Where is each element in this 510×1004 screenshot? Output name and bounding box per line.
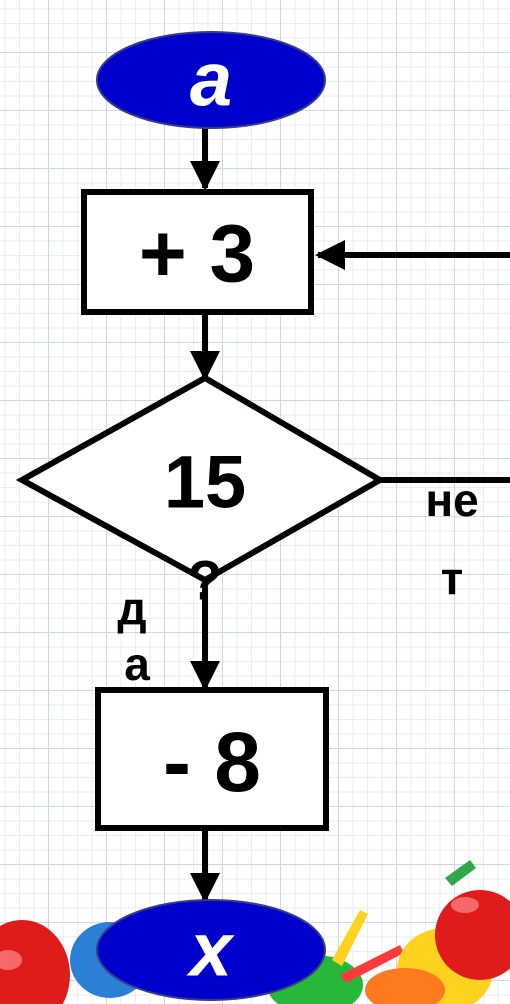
- condition-question-mark: ?: [188, 549, 222, 612]
- no-label-bottom: т: [441, 552, 464, 604]
- yes-label-bottom: а: [124, 638, 150, 690]
- yes-label-top: д: [117, 582, 146, 634]
- condition-diamond: 15 ?: [22, 378, 380, 612]
- no-label-top: не: [425, 474, 478, 526]
- subtract-step-label: - 8: [163, 715, 261, 809]
- add-step-box: + 3: [84, 192, 311, 312]
- subtract-step-box: - 8: [98, 690, 326, 828]
- add-step-label: + 3: [139, 209, 255, 300]
- start-label: a: [190, 38, 232, 123]
- condition-value: 15: [164, 441, 246, 524]
- end-terminal: x: [97, 900, 325, 1000]
- start-terminal: a: [97, 32, 325, 128]
- end-label: x: [186, 908, 235, 993]
